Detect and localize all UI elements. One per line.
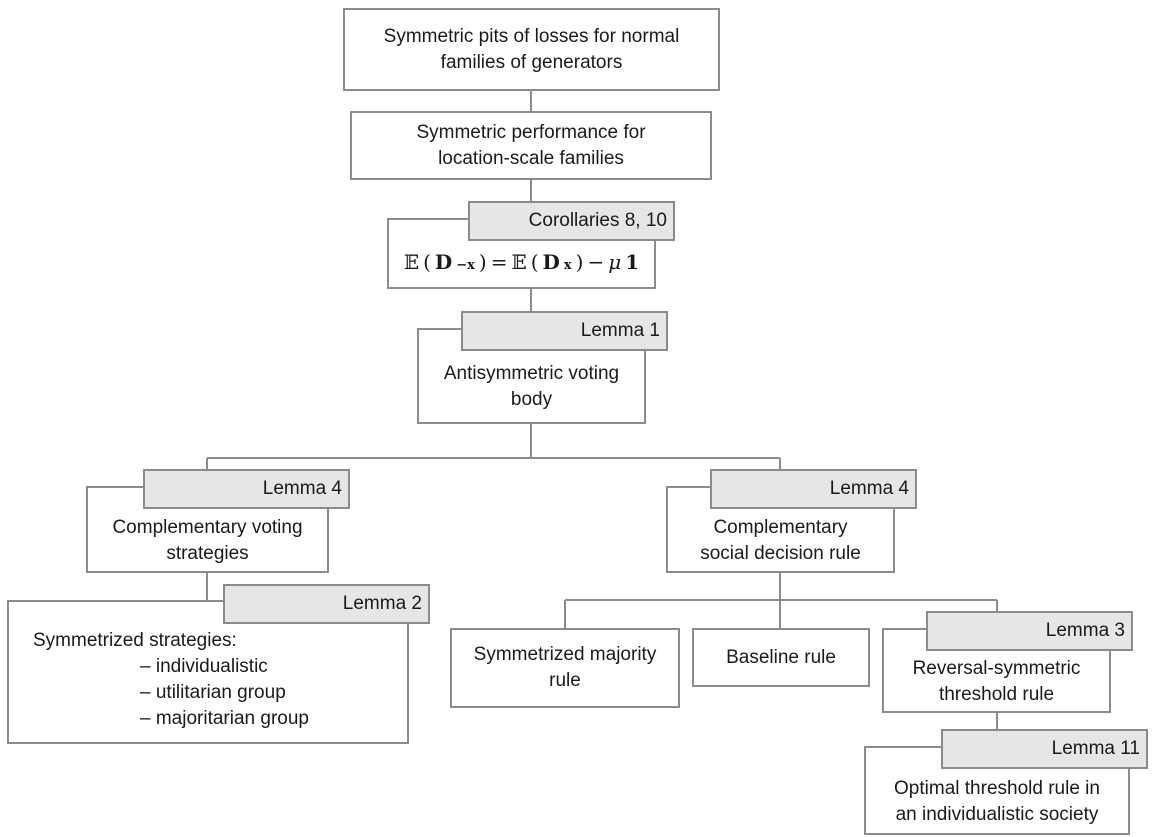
- node-text: families of generators: [440, 51, 623, 73]
- node-text: Complementary voting: [112, 516, 303, 538]
- reference-tag-lemma-2: Lemma 2: [223, 584, 430, 624]
- reference-tag-corollaries: Corollaries 8, 10: [468, 201, 675, 241]
- node-symmetric-performance: Symmetric performance for location-scale…: [350, 111, 712, 180]
- node-text: Symmetric pits of losses for normal: [383, 25, 680, 47]
- node-text: location-scale families: [438, 147, 624, 169]
- reference-tag-lemma-11: Lemma 11: [941, 729, 1148, 769]
- node-text: Symmetrized majority: [473, 644, 657, 665]
- node-symmetrized-majority-rule: Symmetrized majority rule: [450, 628, 680, 708]
- node-text: Reversal-symmetric: [912, 657, 1081, 679]
- node-heading: Symmetrized strategies:: [33, 630, 237, 651]
- list-item: – individualistic: [140, 656, 268, 677]
- node-text: Baseline rule: [726, 646, 836, 668]
- list-item: – majoritarian group: [140, 708, 309, 729]
- node-text: an individualistic society: [895, 803, 1099, 825]
- node-symmetrized-strategies: Symmetrized strategies: – individualisti…: [7, 600, 409, 744]
- list-item: – utilitarian group: [140, 682, 286, 703]
- node-text: Optimal threshold rule in: [894, 777, 1100, 799]
- node-text: threshold rule: [938, 683, 1055, 705]
- node-text: social decision rule: [700, 542, 861, 564]
- reference-tag-lemma-4-left: Lemma 4: [143, 469, 350, 509]
- node-text: strategies: [166, 542, 249, 564]
- reference-tag-lemma-4-right: Lemma 4: [710, 469, 917, 509]
- node-text: Symmetric performance for: [416, 121, 646, 143]
- node-text: Complementary: [713, 516, 848, 538]
- node-text: body: [510, 389, 553, 410]
- node-text: rule: [549, 670, 581, 691]
- node-baseline-rule: Baseline rule: [692, 628, 870, 687]
- node-text: Antisymmetric voting: [443, 363, 620, 384]
- reference-tag-lemma-1: Lemma 1: [461, 311, 668, 351]
- node-symmetric-pits: Symmetric pits of losses for normal fami…: [343, 8, 720, 91]
- reference-tag-lemma-3: Lemma 3: [926, 611, 1133, 651]
